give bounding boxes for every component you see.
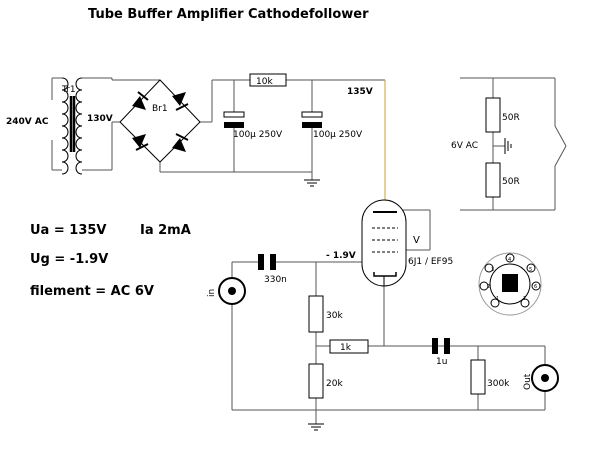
- ground-symbol-psu: [304, 179, 320, 187]
- label-output: Out: [523, 373, 533, 390]
- tube-6j1-ef95: [361, 199, 407, 287]
- label-input: in: [207, 289, 217, 297]
- label-r-10k: 10k: [256, 77, 273, 87]
- tube-pinout-diagram: [478, 252, 542, 316]
- pin-label-7: 7: [523, 296, 526, 302]
- resistor-50r-bottom: [485, 162, 501, 198]
- resistor-30k: [308, 295, 324, 333]
- label-filament-supply: 6V AC: [451, 141, 478, 151]
- label-tube-letter: V: [413, 235, 420, 246]
- capacitor-330n: [258, 254, 276, 270]
- label-r-50r-top: 50R: [502, 113, 520, 123]
- label-secondary: 130V: [87, 114, 113, 124]
- label-transformer: Tr1: [61, 85, 76, 95]
- label-c-output: 1u: [436, 357, 447, 367]
- label-mains: 240V AC: [6, 117, 49, 127]
- param-ug: Ug = -1.9V: [30, 252, 108, 267]
- pinout-numbers: 1 2 3 4 5 6 7: [487, 257, 537, 302]
- resistor-300k: [470, 359, 486, 395]
- output-jack[interactable]: [531, 364, 559, 392]
- resistor-1k: [329, 339, 369, 354]
- pin-label-5: 5: [529, 267, 532, 273]
- transformer-tr1: [61, 77, 83, 175]
- ground-symbol-amplifier: [308, 423, 324, 431]
- label-c1: 100µ 250V: [233, 130, 283, 140]
- pin-label-6: 6: [534, 284, 537, 290]
- label-c-input: 330n: [264, 275, 287, 285]
- label-tube-name: 6J1 / EF95: [408, 257, 453, 267]
- label-r-1k: 1k: [340, 343, 352, 353]
- label-c2: 100µ 250V: [313, 130, 363, 140]
- resistor-50r-top: [485, 97, 501, 133]
- ground-symbol-filament: [504, 138, 512, 154]
- pin-label-3: 3: [491, 267, 494, 273]
- resistor-20k: [308, 363, 324, 399]
- label-r-30k: 30k: [326, 311, 343, 321]
- capacitor-c1: [223, 111, 245, 128]
- pin-label-1: 1: [496, 296, 499, 302]
- param-ua: Ua = 135V: [30, 223, 106, 238]
- input-jack[interactable]: [218, 277, 246, 305]
- param-filament: filement = AC 6V: [30, 284, 154, 299]
- schematic-title: Tube Buffer Amplifier Cathodefollower: [88, 7, 369, 22]
- resistor-10k: [249, 73, 287, 87]
- pin-label-2: 2: [487, 284, 490, 290]
- label-bridge: Br1: [152, 104, 168, 114]
- label-b-plus: 135V: [347, 87, 373, 97]
- label-r-300k: 300k: [487, 379, 510, 389]
- label-grid-voltage: - 1.9V: [326, 251, 356, 261]
- pin-label-4: 4: [508, 257, 511, 263]
- label-r-20k: 20k: [326, 379, 343, 389]
- capacitor-1u: [432, 338, 450, 354]
- capacitor-c2: [301, 111, 323, 128]
- label-r-50r-bottom: 50R: [502, 177, 520, 187]
- param-ia: Ia 2mA: [140, 223, 191, 238]
- bridge-rectifier-br1: [119, 79, 201, 163]
